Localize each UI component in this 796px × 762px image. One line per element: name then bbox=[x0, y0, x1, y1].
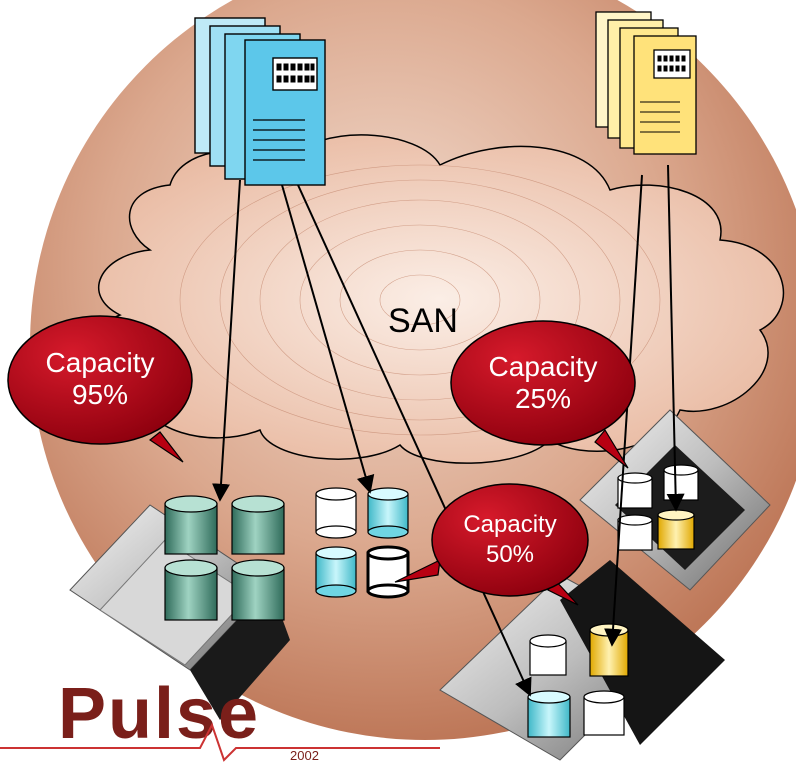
callout-25-line1: Capacity bbox=[489, 351, 598, 382]
callout-95-line2: 95% bbox=[72, 379, 128, 410]
gold-disk-icon bbox=[589, 623, 629, 677]
green-disk-icon bbox=[231, 559, 285, 621]
green-disk-array bbox=[164, 495, 285, 621]
green-disk-icon bbox=[164, 495, 218, 555]
pulse-logo-text: Pulse bbox=[58, 674, 260, 754]
yellow-server-stack-icon bbox=[595, 11, 697, 155]
white-disk-icon bbox=[529, 634, 567, 676]
pulse-logo-year: 2002 bbox=[290, 748, 319, 762]
arrow-line bbox=[666, 164, 685, 512]
callout-95-line1: Capacity bbox=[46, 347, 155, 378]
white-disk-icon bbox=[366, 545, 410, 599]
callout-25-line2: 25% bbox=[515, 383, 571, 414]
arrow-line bbox=[604, 174, 643, 647]
arrow-line bbox=[297, 184, 532, 697]
callout-capacity-95: Capacity 95% bbox=[7, 315, 193, 463]
san-label: SAN bbox=[388, 302, 458, 340]
cyan-disk-icon bbox=[527, 690, 571, 738]
gold-disk-icon bbox=[657, 509, 695, 550]
green-disk-icon bbox=[231, 495, 285, 555]
pulse-logo: Pulse 2002 bbox=[0, 674, 440, 762]
white-disk-icon bbox=[617, 472, 653, 509]
white-disk-icon bbox=[315, 487, 357, 539]
blue-server-stack-icon bbox=[194, 17, 326, 186]
callout-capacity-25: Capacity 25% bbox=[450, 320, 636, 469]
callout-capacity-50: Capacity 50% bbox=[394, 483, 589, 606]
cyan-disk-icon bbox=[367, 487, 409, 539]
pulse-line-icon bbox=[0, 722, 440, 762]
right-lower-storage-rack bbox=[439, 560, 725, 761]
middle-disk-array bbox=[315, 487, 410, 599]
connection-arrows bbox=[212, 164, 685, 697]
white-disk-icon bbox=[617, 514, 653, 551]
cyan-disk-icon bbox=[315, 546, 357, 598]
white-disk-icon bbox=[663, 464, 699, 501]
green-disk-icon bbox=[164, 559, 218, 621]
callout-50-line2: 50% bbox=[486, 541, 534, 568]
callout-50-line1: Capacity bbox=[463, 511, 556, 538]
arrow-line bbox=[281, 184, 375, 494]
arrow-line bbox=[212, 179, 241, 502]
white-disk-icon bbox=[583, 690, 625, 736]
